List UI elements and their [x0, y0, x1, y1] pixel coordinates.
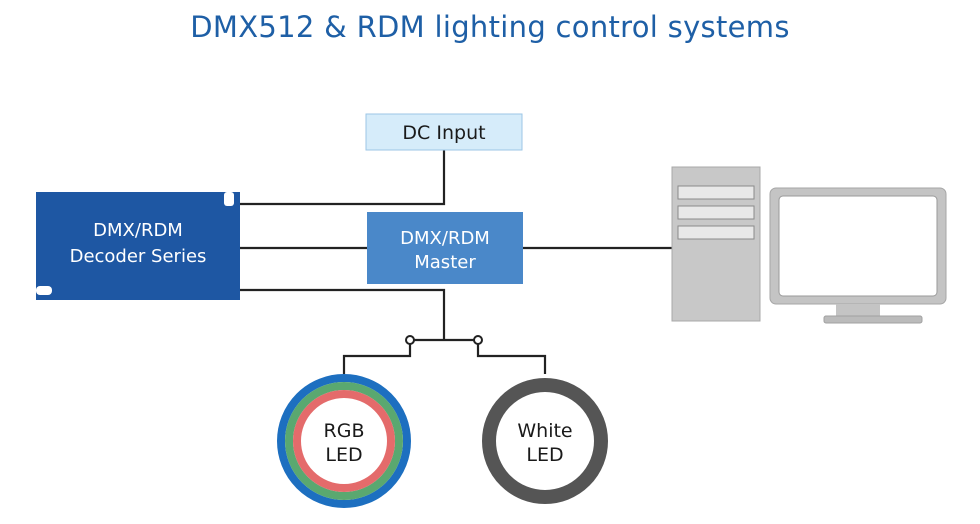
master-box: DMX/RDM Master [367, 212, 523, 284]
junction-left [405, 335, 415, 345]
page-title: DMX512 & RDM lighting control systems [190, 10, 790, 44]
computer-monitor-icon [769, 187, 947, 324]
decoder-label-line1: DMX/RDM [93, 220, 183, 241]
decoder-label-line2: Decoder Series [70, 246, 207, 267]
connection-lines [240, 150, 672, 374]
junction-right [473, 335, 483, 345]
master-label-line1: DMX/RDM [400, 228, 490, 249]
dc-input-label: DC Input [402, 122, 485, 144]
rgb-drop-line [342, 340, 412, 374]
dc-input-box: DC Input [365, 113, 523, 151]
decoder-notch-bottom [36, 286, 52, 295]
master-label-line2: Master [414, 252, 476, 273]
rgb-led-label-line2: LED [325, 444, 362, 466]
white-led-label-line1: White [517, 420, 572, 442]
decoder-box: DMX/RDM Decoder Series [36, 192, 240, 300]
white-drop-line [476, 340, 547, 374]
decoder-notch-top [224, 192, 234, 206]
white-led-label-line2: LED [526, 444, 563, 466]
decoder-to-leds-line [240, 288, 446, 340]
computer-tower-icon [671, 166, 761, 322]
dc-to-decoder-line [240, 150, 446, 206]
rgb-led-label-line1: RGB [324, 420, 365, 442]
rgb-led-ring: RGB LED [277, 374, 411, 508]
white-led-ring: White LED [482, 378, 608, 504]
